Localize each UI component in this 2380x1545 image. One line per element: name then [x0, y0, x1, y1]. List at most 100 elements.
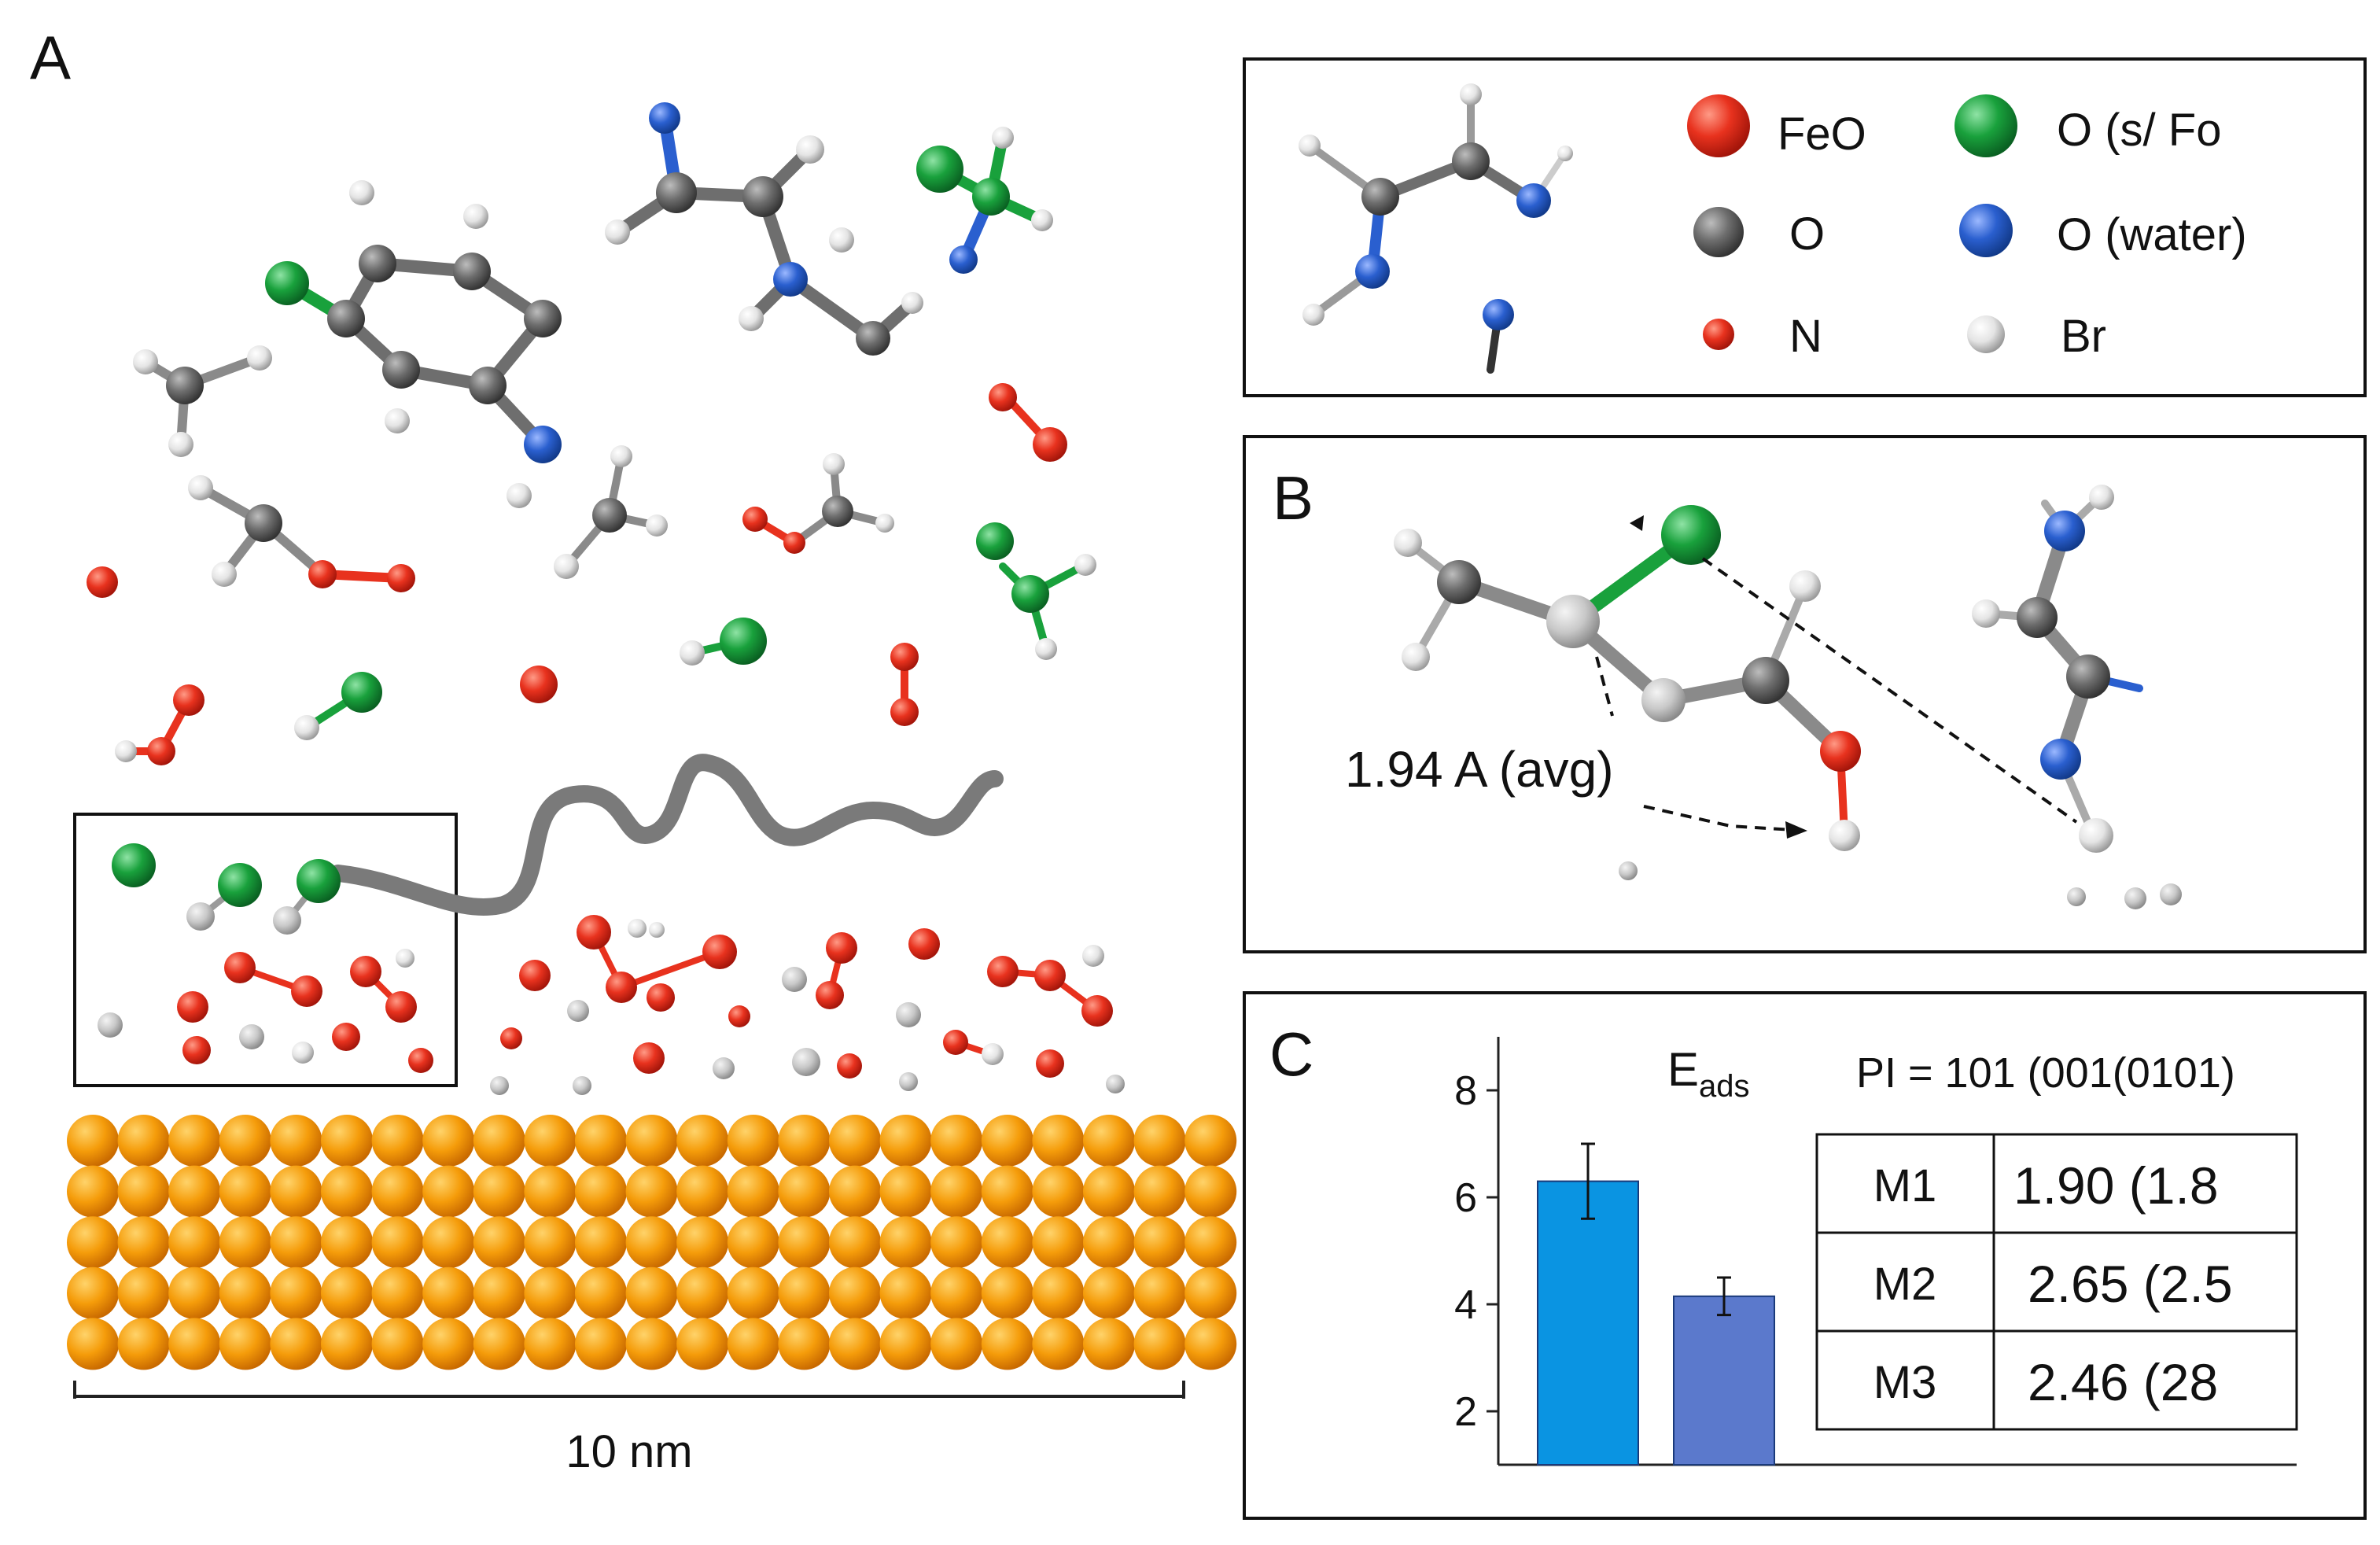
atom-red [577, 915, 611, 949]
surface-atom [168, 1267, 221, 1319]
atom-white [1074, 554, 1096, 576]
surface-atom [1083, 1318, 1135, 1370]
surface-atom [625, 1216, 678, 1269]
atom-red [182, 1036, 211, 1064]
surface-atom [930, 1115, 983, 1167]
surface-atom [575, 1318, 627, 1370]
surface-atom [930, 1267, 983, 1319]
legend-entry-o-green: O (s/ Fo [1954, 94, 2221, 157]
atom-red [989, 383, 1017, 411]
atom-grey [1437, 560, 1481, 604]
surface-atom [727, 1165, 779, 1218]
surface-atom [1133, 1165, 1186, 1218]
atom-white [1299, 135, 1321, 157]
atom-grey [453, 253, 491, 290]
atom-red [177, 991, 208, 1023]
legend-swatch-o-green [1954, 94, 2017, 157]
surface-atom [930, 1165, 983, 1218]
atom-grey [656, 172, 697, 213]
surface-atom [473, 1216, 525, 1269]
surface-atom [778, 1267, 831, 1319]
surface-atom [219, 1216, 271, 1269]
atom-white [385, 408, 410, 433]
table-cell-value: 1.90 (1.8 [2013, 1156, 2219, 1215]
atom-white [554, 554, 579, 579]
atom-white [567, 1000, 589, 1022]
surface-atom [473, 1318, 525, 1370]
legend-frame [1243, 57, 2367, 397]
surface-atom [1133, 1318, 1186, 1370]
table-cell-name: M3 [1873, 1357, 1937, 1408]
atom-blue [2040, 739, 2081, 780]
surface-atom [1184, 1165, 1237, 1218]
atom-red [519, 960, 551, 991]
table-cell-value: 2.65 (2.5 [2028, 1255, 2233, 1313]
surface-atom [422, 1115, 475, 1167]
atom-white [2067, 887, 2086, 906]
surface-atom [1133, 1267, 1186, 1319]
surface-atom [1184, 1115, 1237, 1167]
surface-atom [524, 1318, 577, 1370]
surface-atom [930, 1318, 983, 1370]
atom-white [792, 1048, 820, 1076]
surface-atom [524, 1216, 577, 1269]
surface-atom [625, 1318, 678, 1370]
surface-atom [1083, 1165, 1135, 1218]
surface-atom [321, 1165, 373, 1218]
molecule-field [87, 102, 1096, 765]
atom-blue [1355, 254, 1390, 289]
surface-atom [879, 1216, 932, 1269]
surface-atom [371, 1318, 424, 1370]
atom-red [816, 981, 844, 1009]
surface-atom [117, 1115, 170, 1167]
surface-atom [676, 1318, 729, 1370]
chart-title-subscript: ads [1699, 1069, 1750, 1104]
atom-white [2079, 818, 2113, 853]
atom-red [826, 932, 857, 964]
atom-grey [822, 496, 853, 527]
surface-atom [981, 1267, 1033, 1319]
surface-atom [219, 1318, 271, 1370]
atom-white [782, 967, 807, 992]
atom-white [1402, 643, 1430, 671]
surface-atom [829, 1115, 881, 1167]
atom-white [2160, 883, 2182, 905]
atom-red [173, 684, 204, 716]
surface-atom [829, 1216, 881, 1269]
surface-atom [930, 1216, 983, 1269]
surface-atom [219, 1267, 271, 1319]
surface-atom [473, 1267, 525, 1319]
bar [1537, 1180, 1639, 1466]
atom-white [829, 227, 854, 253]
surface-atom [1083, 1216, 1135, 1269]
atom-grey [245, 504, 282, 542]
atom-white [273, 906, 301, 935]
legend-entry-br: Br [1967, 311, 2106, 362]
atom-white [573, 1076, 591, 1095]
surface-atom [727, 1318, 779, 1370]
surface-atom [575, 1267, 627, 1319]
atom-white [1972, 599, 2000, 628]
atom-green [1011, 575, 1049, 613]
atom-green [1661, 505, 1721, 565]
surface-atom [676, 1165, 729, 1218]
surface-atom [371, 1216, 424, 1269]
surface-atom [1184, 1216, 1237, 1269]
surface-atom [473, 1115, 525, 1167]
scale-bar-label: 10 nm [566, 1426, 692, 1477]
surface-atom [168, 1165, 221, 1218]
surface-atom [727, 1115, 779, 1167]
panel-c-frame [1243, 991, 2367, 1520]
arrow-head-small [1630, 515, 1644, 531]
polymer-chain [330, 754, 1004, 916]
surface-atom [981, 1115, 1033, 1167]
distance-label: 1.94 A (avg) [1345, 741, 1614, 798]
atom-grey [382, 351, 420, 389]
atom-grey [742, 176, 783, 217]
chart-title-main: E [1667, 1043, 1699, 1096]
bar-series [1537, 1142, 1775, 1466]
surface-atom [67, 1216, 119, 1269]
